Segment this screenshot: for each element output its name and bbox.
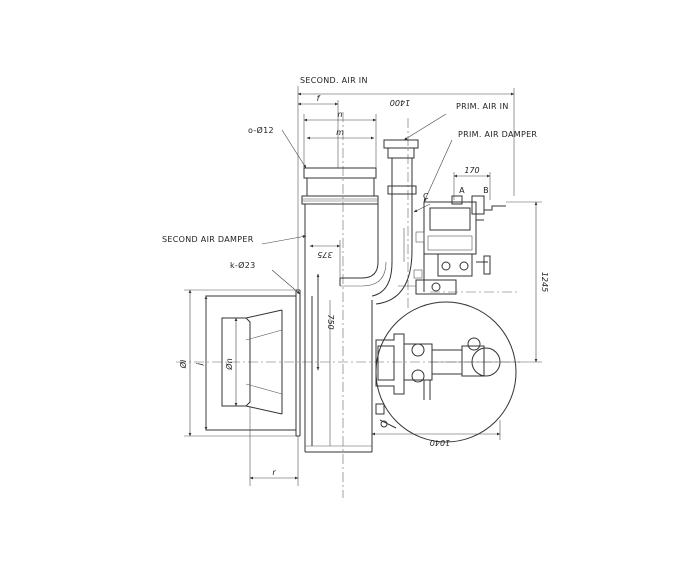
burner-body [375,301,517,443]
dim-r: r [272,468,276,477]
dim-f: f [317,94,321,103]
center-lines [176,112,520,498]
dim-1040: 1040 [430,438,450,447]
dim-j: j [195,362,204,366]
point-b: B [483,186,489,195]
label-prim-air-in: PRIM. AIR IN [456,102,509,111]
dimension-lines [184,86,542,486]
primary-air-pipe [371,139,419,305]
dim-l: Øl [178,359,188,369]
dim-750: 750 [326,314,335,329]
label-second-air-in: SECOND. AIR IN [300,76,368,85]
mounting-flange [205,289,301,437]
dim-1400: 1400 [390,98,410,107]
label-hole-k: k-Ø23 [230,260,256,270]
point-a: A [459,186,465,195]
dim-m: m [336,128,344,137]
label-second-air-damper: SECOND AIR DAMPER [162,235,254,244]
label-prim-air-damper: PRIM. AIR DAMPER [458,130,537,139]
point-c: C [423,192,429,201]
dim-n-inner: Øn [224,358,234,370]
dim-170: 170 [464,166,479,175]
dim-n-outer: n [337,110,342,119]
windbox-casing [304,274,373,453]
dim-375: 375 [317,250,332,259]
dim-1245: 1245 [540,272,549,292]
secondary-air-duct [301,167,387,290]
label-hole-o: o-Ø12 [248,125,274,135]
leader-lines [261,113,453,295]
primary-air-damper [398,195,506,295]
